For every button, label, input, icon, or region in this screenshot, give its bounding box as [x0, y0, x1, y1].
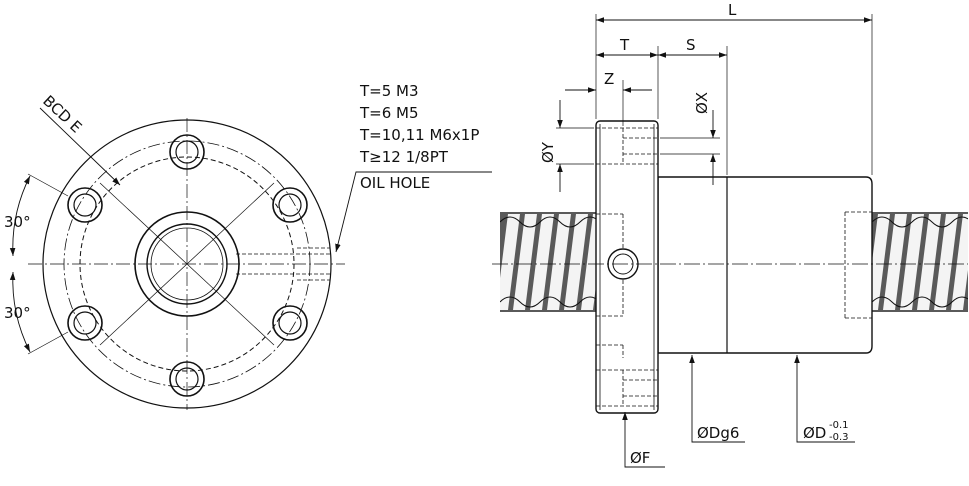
leader-Dg6 — [689, 355, 745, 443]
oil-hole-note: T=5 M3 T=6 M5 T=10,11 M6x1P T≥12 1/8PT O… — [359, 82, 479, 192]
note-line-3: T=10,11 M6x1P — [359, 126, 479, 144]
nut-body — [657, 176, 873, 354]
angle-extension — [27, 331, 69, 355]
screw-shaft-left — [500, 212, 600, 312]
hidden-bolt-hole — [596, 127, 658, 165]
radial-line — [99, 263, 188, 346]
dim-label-Dg6: ØDg6 — [697, 424, 739, 442]
note-line-1: T=5 M3 — [359, 82, 419, 100]
leader-F — [622, 412, 665, 468]
radial-line — [186, 182, 275, 265]
radial-line — [99, 182, 188, 265]
note-line-5: OIL HOLE — [360, 174, 430, 192]
dim-label-S: S — [686, 36, 696, 54]
bolt-hole — [272, 305, 308, 341]
dim-label-Z: Z — [604, 70, 614, 88]
hidden-return-tube — [844, 211, 872, 319]
bolt-hole — [272, 187, 308, 223]
bolt-hole — [169, 361, 205, 397]
angle-arc-bottom — [9, 271, 31, 353]
angle-label-top: 30° — [4, 213, 31, 231]
angle-arc-top — [9, 175, 31, 257]
dim-label-L: L — [728, 1, 737, 19]
tolerance-upper: -0.1 — [829, 420, 849, 431]
screw-shaft-right — [872, 212, 968, 312]
bcd-leader — [39, 107, 121, 186]
note-line-2: T=6 M5 — [359, 104, 419, 122]
side-view — [492, 14, 968, 468]
oil-hole-leader — [335, 171, 492, 253]
bolt-hole — [67, 305, 103, 341]
angle-label-bottom: 30° — [4, 304, 31, 322]
note-line-4: T≥12 1/8PT — [359, 148, 449, 166]
front-view — [9, 107, 492, 410]
dim-label-Y: ØY — [539, 141, 557, 163]
hidden-bolt-hole — [596, 369, 658, 407]
tolerance-lower: -0.3 — [829, 432, 849, 443]
dim-label-X: ØX — [693, 92, 711, 114]
dim-label-T: T — [619, 36, 630, 54]
bolt-hole — [67, 187, 103, 223]
radial-line — [186, 263, 275, 346]
bolt-hole — [169, 134, 205, 170]
leader-D — [794, 355, 855, 443]
angle-extension — [27, 173, 69, 197]
dim-label-F: ØF — [630, 449, 650, 467]
dim-label-D: ØD — [803, 424, 826, 442]
